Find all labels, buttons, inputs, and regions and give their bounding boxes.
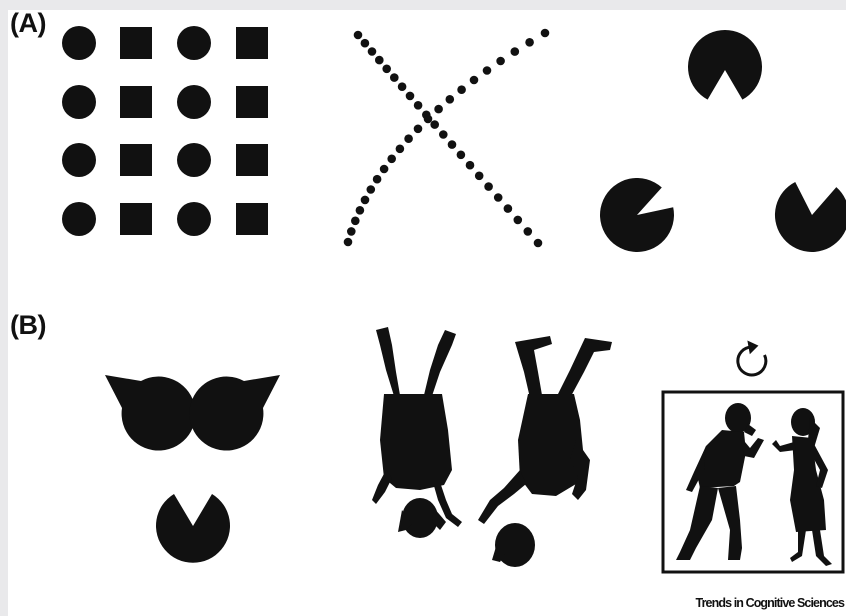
dot <box>351 217 360 226</box>
dot <box>470 76 479 85</box>
dot <box>396 145 405 154</box>
dot <box>534 239 543 248</box>
grid-square <box>236 203 268 235</box>
dot <box>414 101 423 110</box>
dot <box>439 130 448 139</box>
dot <box>414 125 423 134</box>
dot <box>496 57 505 66</box>
dot <box>382 65 391 74</box>
grid-circle <box>177 85 211 119</box>
grid-square <box>236 144 268 176</box>
inverted-man-silhouette <box>478 336 612 567</box>
dot <box>494 193 503 202</box>
dot <box>354 31 363 40</box>
grid-square <box>120 27 152 59</box>
grid-circle <box>62 143 96 177</box>
dot <box>475 172 484 181</box>
dot <box>514 216 523 225</box>
dot <box>483 66 492 75</box>
dot <box>390 73 399 82</box>
pacman-top-left-b <box>105 375 196 451</box>
pacman-top-right-b <box>189 375 280 451</box>
pacman-right-a <box>761 164 846 265</box>
grid-circle <box>62 202 96 236</box>
pacman-top-a <box>688 30 762 100</box>
grid-circle <box>177 202 211 236</box>
dot <box>347 227 356 236</box>
dot <box>375 56 384 65</box>
grid-square <box>120 144 152 176</box>
grouping-grid <box>62 26 268 236</box>
dot <box>404 134 413 143</box>
dot <box>367 185 376 194</box>
dot <box>387 155 396 164</box>
dot <box>524 227 533 236</box>
dot <box>484 182 493 191</box>
grid-square <box>236 86 268 118</box>
upright-man-silhouette <box>676 403 764 560</box>
dot <box>457 85 466 94</box>
dot <box>424 115 433 124</box>
dot <box>373 175 382 184</box>
dot <box>446 95 455 104</box>
grid-circle <box>62 85 96 119</box>
dot <box>457 151 466 160</box>
journal-credit: Trends in Cognitive Sciences <box>696 596 844 610</box>
dot <box>541 29 550 38</box>
dot <box>466 161 475 170</box>
dot <box>511 47 520 56</box>
dot <box>525 38 534 47</box>
dot <box>504 204 513 213</box>
grid-circle <box>62 26 96 60</box>
dot <box>344 238 353 247</box>
dot <box>356 206 365 215</box>
dotted-curve-ascending <box>344 29 550 247</box>
grid-square <box>120 86 152 118</box>
upright-woman-silhouette <box>772 408 832 566</box>
dot <box>368 47 377 56</box>
grid-square <box>236 27 268 59</box>
dot <box>430 120 439 129</box>
grid-square <box>120 203 152 235</box>
dotted-curve-descending <box>354 31 543 248</box>
grid-circle <box>177 143 211 177</box>
grid-circle <box>177 26 211 60</box>
pacman-bottom-b <box>156 494 230 563</box>
dot <box>361 196 370 205</box>
dot <box>406 92 415 101</box>
inverted-woman-silhouette <box>372 327 462 538</box>
dot <box>361 39 370 48</box>
pacman-left-a <box>586 165 686 265</box>
rotate-clockwise-icon <box>738 339 766 375</box>
dot <box>434 105 443 114</box>
dot <box>380 165 389 174</box>
dot <box>398 82 407 91</box>
dot <box>448 140 457 149</box>
